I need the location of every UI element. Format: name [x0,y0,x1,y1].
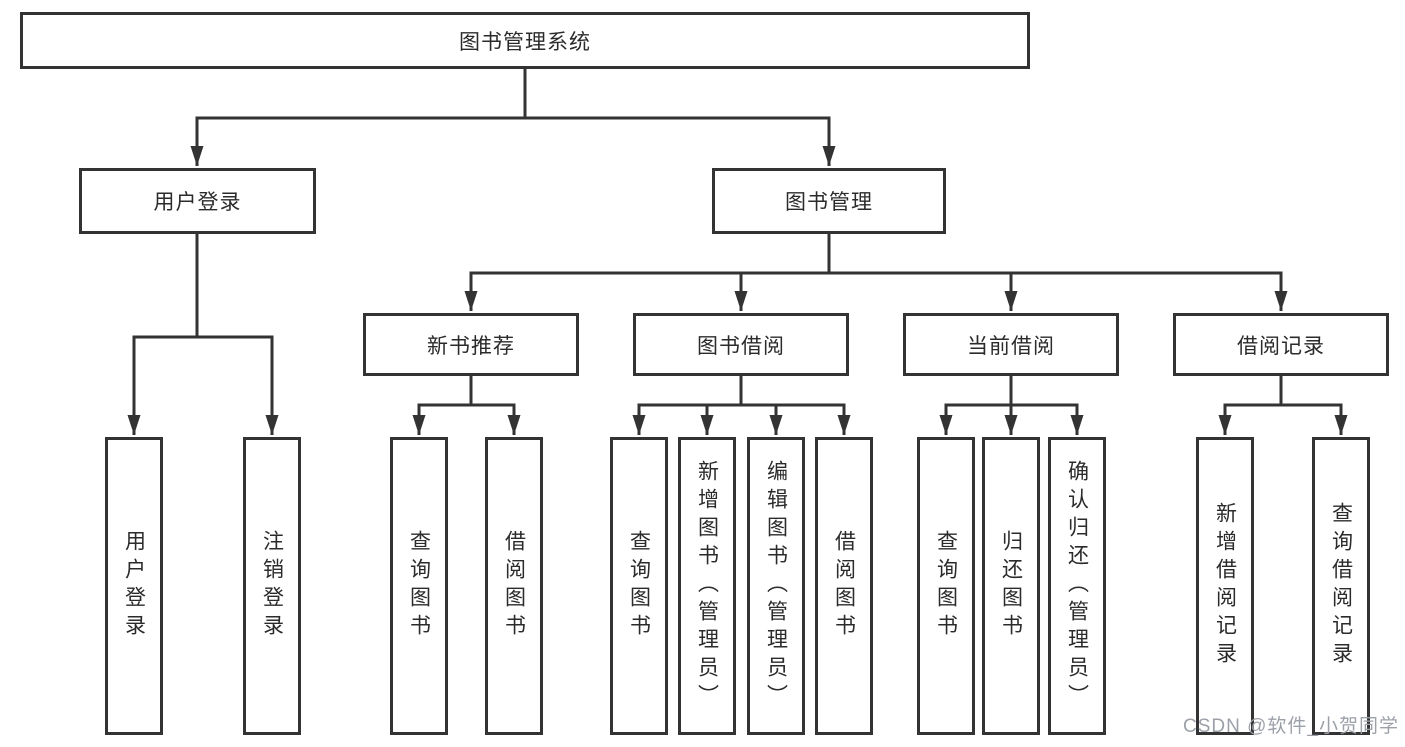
csdn-watermark: CSDN @软件_小贺同学 [1183,716,1399,737]
leaf-borrow-books-recommend: 借阅图书 [485,437,543,735]
node-user-login: 用户登录 [79,168,316,234]
node-book-borrowing: 图书借阅 [633,313,849,376]
leaf-query-books-current: 查询图书 [917,437,975,735]
leaf-add-book-admin: 新增图书（管理员） [678,437,736,735]
leaf-confirm-return-admin: 确认归还（管理员） [1048,437,1106,735]
leaf-user-login: 用户登录 [105,437,163,735]
leaf-query-borrow-record: 查询借阅记录 [1312,437,1370,735]
leaf-logout: 注销登录 [243,437,301,735]
leaf-borrow-books-borrowing: 借阅图书 [815,437,873,735]
leaf-add-borrow-record: 新增借阅记录 [1196,437,1254,735]
node-library-management-system: 图书管理系统 [20,12,1030,69]
leaf-return-books: 归还图书 [982,437,1040,735]
leaf-query-books-borrowing: 查询图书 [610,437,668,735]
node-book-management: 图书管理 [712,168,946,234]
leaf-query-books-recommend: 查询图书 [390,437,448,735]
node-borrow-records: 借阅记录 [1173,313,1389,376]
node-current-borrowing: 当前借阅 [903,313,1119,376]
node-new-book-recommend: 新书推荐 [363,313,579,376]
leaf-edit-book-admin: 编辑图书（管理员） [747,437,805,735]
